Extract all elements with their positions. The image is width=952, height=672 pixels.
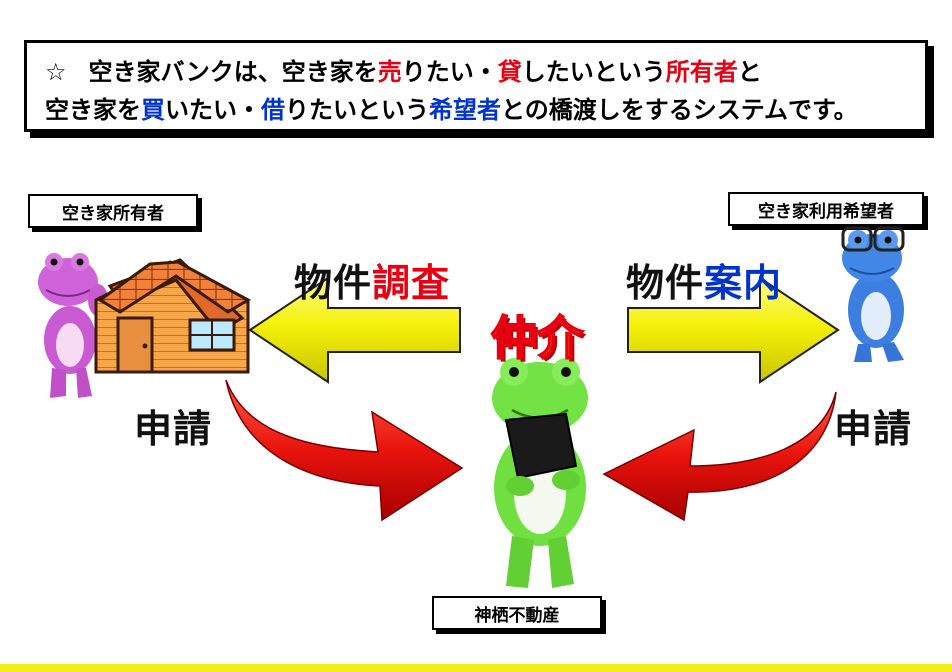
buy-highlight: 買 — [141, 96, 165, 124]
mediation-label: 仲介 — [490, 310, 584, 366]
user-label: 空き家利用希望者 — [728, 192, 924, 226]
agent-label: 神栖不動産 — [432, 596, 602, 630]
borrow-highlight: 借 — [261, 96, 285, 124]
apply-arrow-right — [602, 391, 837, 522]
survey-arrow — [248, 276, 461, 384]
star-icon: ☆ — [45, 58, 67, 86]
house-icon — [94, 258, 252, 374]
blue-frog-icon — [841, 226, 905, 362]
apply-arrow-left — [225, 379, 464, 522]
green-frog-icon — [492, 358, 588, 588]
bottom-divider — [0, 664, 952, 672]
banner-line-1: ☆空き家バンクは、空き家を売りたい・貸したいという所有者と — [45, 58, 762, 86]
guide-arrow — [627, 276, 840, 384]
owner-label: 空き家所有者 — [28, 194, 198, 228]
applicant-highlight: 希望者 — [429, 96, 501, 124]
apply-left-label: 申請 — [134, 407, 213, 451]
banner-line-2: 空き家を買いたい・借りたいという希望者との橋渡しをするシステムです。 — [45, 96, 858, 124]
description-banner: ☆空き家バンクは、空き家を売りたい・貸したいという所有者と 空き家を買いたい・借… — [24, 40, 928, 132]
lend-highlight: 貸 — [497, 58, 522, 86]
survey-label: 物件調査 — [294, 261, 451, 305]
owner-highlight: 所有者 — [665, 58, 738, 86]
sell-highlight: 売 — [377, 58, 402, 86]
guide-label: 物件案内 — [626, 261, 783, 305]
apply-right-label: 申請 — [834, 407, 913, 451]
